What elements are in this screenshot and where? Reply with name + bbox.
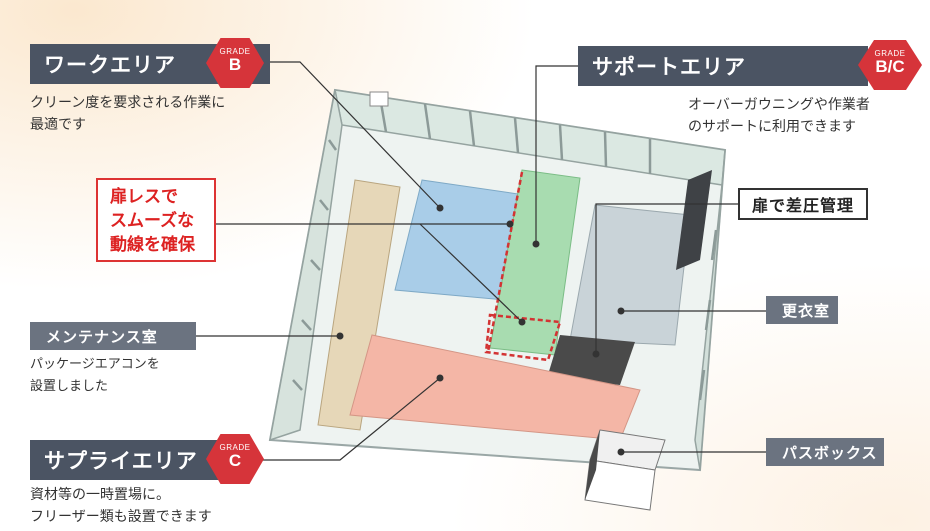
- supply-area-description: 資材等の一時置場に。 フリーザー類も設置できます: [30, 484, 212, 528]
- support-area-title: サポートエリア: [592, 55, 746, 79]
- changing-room-label: 更衣室: [766, 296, 838, 324]
- callout-line-1: 扉レスで: [110, 187, 178, 207]
- work-grade-badge: GRADE B: [206, 38, 264, 88]
- wall-posts: [292, 96, 718, 401]
- doorless-callout: 扉レスで スムーズな 動線を確保: [96, 178, 216, 262]
- ceiling-unit: [369, 91, 389, 107]
- maintenance-title: メンテナンス室: [46, 327, 158, 346]
- supply-grade-badge: GRADE C: [206, 434, 264, 484]
- work-grade-value: B: [228, 55, 242, 74]
- changing-room-title: 更衣室: [782, 301, 831, 320]
- support-desc-line-2: のサポートに利用できます: [688, 119, 856, 135]
- work-grade-caption: GRADE: [219, 47, 251, 56]
- support-grade-caption: GRADE: [874, 49, 906, 58]
- support-grade-value: B/C: [875, 57, 905, 76]
- supply-grade-value: C: [228, 451, 242, 470]
- maintenance-label: メンテナンス室: [30, 322, 196, 350]
- doorless-path: [484, 313, 562, 362]
- support-area-label: サポートエリア: [578, 46, 868, 86]
- door-panel-right: [676, 170, 712, 270]
- maintenance-desc-line-2: 設置しました: [30, 379, 109, 394]
- maintenance-desc-line-1: パッケージエアコンを: [30, 357, 160, 372]
- callout-line-3: 動線を確保: [110, 235, 195, 255]
- supply-desc-line-1: 資材等の一時置場に。: [30, 487, 170, 503]
- door-panel-dark: [547, 335, 635, 385]
- maintenance-description: パッケージエアコンを 設置しました: [30, 354, 160, 398]
- work-desc-line-2: 最適です: [30, 117, 86, 133]
- passbox-side: [585, 430, 600, 500]
- anchor-dots: [336, 204, 625, 456]
- door-pressure-label: 扉で差圧管理: [738, 188, 868, 220]
- doorless-edge: [486, 171, 524, 353]
- support-desc-line-1: オーバーガウニングや作業者: [688, 97, 870, 113]
- changing-zone: [569, 204, 691, 346]
- work-area-title: ワークエリア: [44, 53, 176, 77]
- supply-desc-line-2: フリーザー類も設置できます: [30, 509, 212, 525]
- door-pressure-title: 扉で差圧管理: [752, 196, 855, 215]
- support-grade-badge: GRADE B/C: [858, 40, 922, 90]
- supply-area-label: サプライエリア: [30, 440, 230, 480]
- supply-area-title: サプライエリア: [44, 449, 198, 473]
- passbox-label: パスボックス: [766, 438, 884, 466]
- leader-lines: [196, 61, 766, 461]
- support-area-description: オーバーガウニングや作業者 のサポートに利用できます: [688, 94, 870, 138]
- outer-wall-left: [269, 89, 343, 442]
- passbox-title: パスボックス: [782, 443, 878, 462]
- work-desc-line-1: クリーン度を要求される作業に: [30, 95, 226, 111]
- work-area-description: クリーン度を要求される作業に 最適です: [30, 92, 225, 136]
- maintenance-zone: [317, 179, 401, 431]
- supply-grade-caption: GRADE: [219, 443, 251, 452]
- callout-line-2: スムーズな: [110, 211, 195, 231]
